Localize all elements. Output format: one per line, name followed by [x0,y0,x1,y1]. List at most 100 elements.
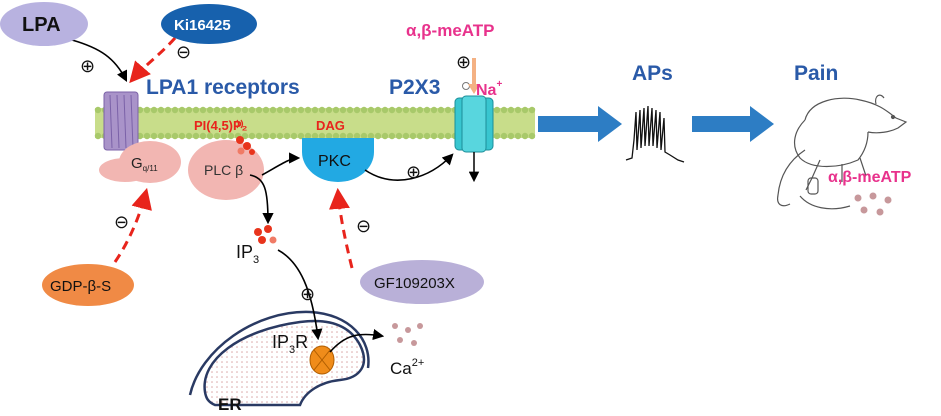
lipid-head [374,106,382,114]
inhibit-ki16425-to-receptor [129,37,177,84]
lipid-head [227,132,235,140]
lipid-head [507,106,515,114]
lipid-head [521,106,529,114]
flow-arrow-aps-to-pain [692,106,774,142]
lipid-head [395,106,403,114]
lipid-head [493,106,501,114]
calcium-label: Ca2+ [390,357,424,378]
pip2-label: PI(4,5)P₂ [194,118,248,133]
na-ion-icon [462,82,470,90]
lipid-head [150,106,158,114]
lipid-head [269,106,277,114]
pkc-node: PKC [302,138,374,182]
lipid-head [437,132,445,140]
lipid-head [220,132,228,140]
dag-label: DAG [316,118,345,133]
lipid-head [157,106,165,114]
abmeatp-top-label: α,β-meATP [406,21,495,40]
lipid-head [283,132,291,140]
lipid-head [220,106,228,114]
lipid-head [409,132,417,140]
lipid-head [360,106,368,114]
lipid-head [528,132,536,140]
lpa1-receptors-label: LPA1 receptors [146,76,300,99]
lipid-head [528,106,536,114]
gq11-node: Gq/11 [119,141,181,183]
ki16425-node [161,4,257,44]
arrow-lpa-to-receptor [71,39,128,83]
lipid-head [234,106,242,114]
pkc-label: PKC [318,153,351,170]
lipid-head [290,106,298,114]
lipid-head [346,106,354,114]
lipid-head [500,106,508,114]
abmeatp-dots-icon [854,192,892,216]
arrow-plc-to-pkc [261,152,301,176]
minus-sign-ki16425: ⊖ [176,42,191,62]
activation-arrows [71,39,454,353]
lipid-head [269,132,277,140]
lipid-head [206,106,214,114]
ip3r-label: IP3R [272,332,308,356]
lipid-head [157,132,165,140]
lipid-head [374,132,382,140]
lipid-head [185,132,193,140]
arrow-abmeatp-head [468,84,480,94]
lipid-head [500,132,508,140]
lipid-head [381,106,389,114]
lipid-head [248,132,256,140]
pain-label: Pain [794,62,838,85]
lipid-head [199,106,207,114]
lipid-head [164,106,172,114]
lipid-head [171,106,179,114]
gdp-beta-s-label: GDP-β-S [50,278,111,295]
lipid-head [304,106,312,114]
plus-sign-ip3: ⊕ [300,284,315,304]
lipid-head [430,132,438,140]
lipid-head [332,132,340,140]
lipid-head [178,132,186,140]
action-potential-trace-icon [625,105,685,163]
gq11-label: G [131,155,143,172]
ip3r-subscript: 3 [289,344,295,356]
lipid-head [276,106,284,114]
lipid-head [353,106,361,114]
ip3-subscript: 3 [253,254,259,266]
lipid-head [367,132,375,140]
lipid-head [283,106,291,114]
lipid-head [409,106,417,114]
gf109203x-label: GF109203X [374,275,455,292]
lipid-head [185,106,193,114]
arrow-ip3-to-ip3r [277,249,323,341]
lipid-head [94,106,102,114]
p2x3-label: P2X3 [389,76,440,99]
lipid-head [360,132,368,140]
ip3r-channel-icon [309,345,335,375]
lipid-head [416,132,424,140]
na-label: Na+ [476,79,502,99]
arrow-plc-to-ip3 [249,174,274,225]
arrow-pkc-to-p2x3 [364,153,454,181]
plc-beta-node: PLC β [188,140,264,200]
inhibit-gdp-to-gq [113,187,152,263]
aps-label: APs [632,62,673,85]
lipid-head [388,106,396,114]
minus-sign-gdp: ⊖ [114,212,129,232]
flow-arrow-membrane-to-aps [538,106,622,142]
ip3-text: IP [236,242,253,262]
plus-sign-lpa: ⊕ [80,56,95,76]
lipid-head [304,132,312,140]
lipid-head [339,132,347,140]
lipid-head [444,106,452,114]
svg-text:Gq/11: Gq/11 [131,155,158,173]
p2x3-channel-icon [454,95,494,183]
calcium-superscript: 2+ [412,357,425,369]
lipid-head [444,132,452,140]
lipid-head [423,132,431,140]
lipid-head [262,132,270,140]
ip3-label: IP3 [236,242,259,266]
lipid-head [171,132,179,140]
er-label: ER [218,395,242,414]
lipid-head [311,106,319,114]
